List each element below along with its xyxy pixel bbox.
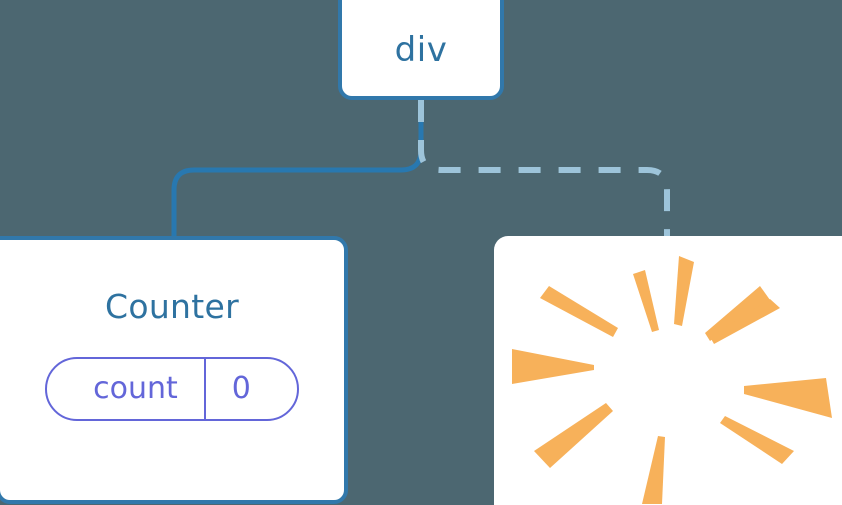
sparkle-burst-icon	[512, 256, 832, 504]
sparkle-ray	[534, 403, 613, 468]
sparkle-ray	[705, 286, 770, 341]
node-counter[interactable]: Counter count 0	[0, 236, 348, 504]
node-div[interactable]: div	[338, 0, 504, 100]
sparkle-ray	[633, 270, 659, 332]
sparkle-ray	[674, 256, 694, 326]
sparkle-ray	[540, 286, 618, 337]
state-badge-count[interactable]: count 0	[45, 357, 299, 421]
node-counter-label: Counter	[105, 287, 239, 326]
sparkle-ray	[720, 416, 794, 464]
sparkle-ray	[512, 349, 594, 384]
state-key-label: count	[93, 371, 178, 406]
sparkle-ray	[642, 436, 665, 504]
edge-div-to-counter	[171, 100, 424, 240]
sparkle-ray	[744, 378, 832, 418]
sparkle-ray	[710, 299, 780, 344]
node-rerender[interactable]	[494, 236, 842, 505]
state-pill-divider	[203, 359, 206, 419]
edge-div-to-rerender	[418, 100, 670, 240]
node-div-label: div	[394, 30, 448, 70]
state-value-label: 0	[231, 371, 251, 406]
